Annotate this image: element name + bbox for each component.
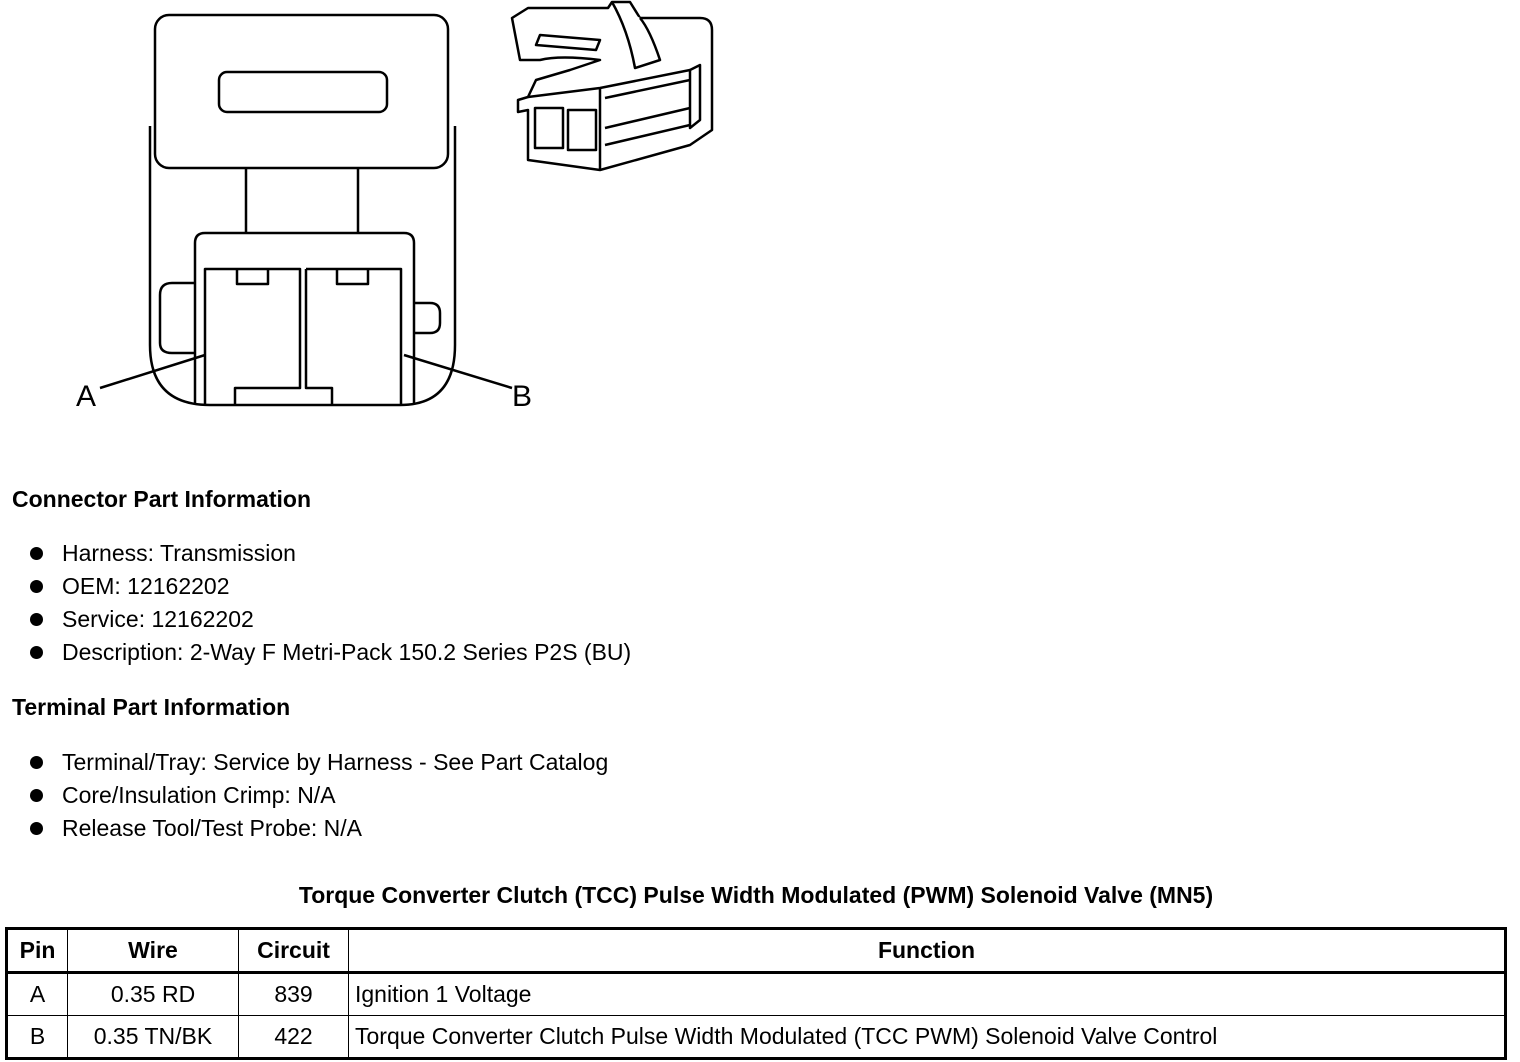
bullet-icon (30, 822, 43, 835)
pin-table-title: Torque Converter Clutch (TCC) Pulse Widt… (298, 882, 1214, 908)
pin-table: Pin Wire Circuit Function A 0.35 RD 839 … (5, 927, 1507, 1060)
cavity-a (203, 267, 302, 405)
terminal-info-list: Terminal/Tray: Service by Harness - See … (30, 746, 608, 845)
list-item: Service: 12162202 (30, 603, 631, 636)
bullet-icon (30, 613, 43, 626)
list-item: Terminal/Tray: Service by Harness - See … (30, 746, 608, 779)
header-wire: Wire (67, 928, 239, 974)
list-item: Description: 2-Way F Metri-Pack 150.2 Se… (30, 636, 631, 669)
cell-function: Ignition 1 Voltage (348, 972, 1506, 1016)
list-item: Harness: Transmission (30, 537, 631, 570)
cell-pin: A (6, 972, 68, 1016)
connector-3d-view (510, 0, 714, 172)
terminal-info-title: Terminal Part Information (12, 694, 291, 720)
cell-circuit: 839 (238, 972, 349, 1016)
header-function: Function (348, 928, 1506, 974)
connector-latch-block (153, 13, 450, 170)
pin-label-b: B (512, 380, 532, 413)
cell-function: Torque Converter Clutch Pulse Width Modu… (348, 1015, 1506, 1059)
table-header-row: Pin Wire Circuit Function (6, 928, 1506, 974)
latch-window (217, 70, 389, 114)
header-circuit: Circuit (238, 928, 349, 974)
list-item: Release Tool/Test Probe: N/A (30, 812, 608, 845)
connector-info-list: Harness: Transmission OEM: 12162202 Serv… (30, 537, 631, 669)
connector-info-title: Connector Part Information (12, 486, 312, 512)
cavity-b (304, 267, 403, 405)
bullet-icon (30, 646, 43, 659)
connector-diagram: A B (76, 0, 714, 413)
bullet-icon (30, 580, 43, 593)
cell-wire: 0.35 RD (67, 972, 239, 1016)
list-item: OEM: 12162202 (30, 570, 631, 603)
bullet-icon (30, 547, 43, 560)
pin-label-a: A (76, 380, 96, 413)
bullet-icon (30, 789, 43, 802)
bullet-icon (30, 756, 43, 769)
table-row: B 0.35 TN/BK 422 Torque Converter Clutch… (6, 1015, 1506, 1059)
cell-wire: 0.35 TN/BK (67, 1015, 239, 1059)
cell-circuit: 422 (238, 1015, 349, 1059)
list-item: Core/Insulation Crimp: N/A (30, 779, 608, 812)
header-pin: Pin (6, 928, 68, 974)
table-row: A 0.35 RD 839 Ignition 1 Voltage (6, 972, 1506, 1016)
cell-pin: B (6, 1015, 68, 1059)
